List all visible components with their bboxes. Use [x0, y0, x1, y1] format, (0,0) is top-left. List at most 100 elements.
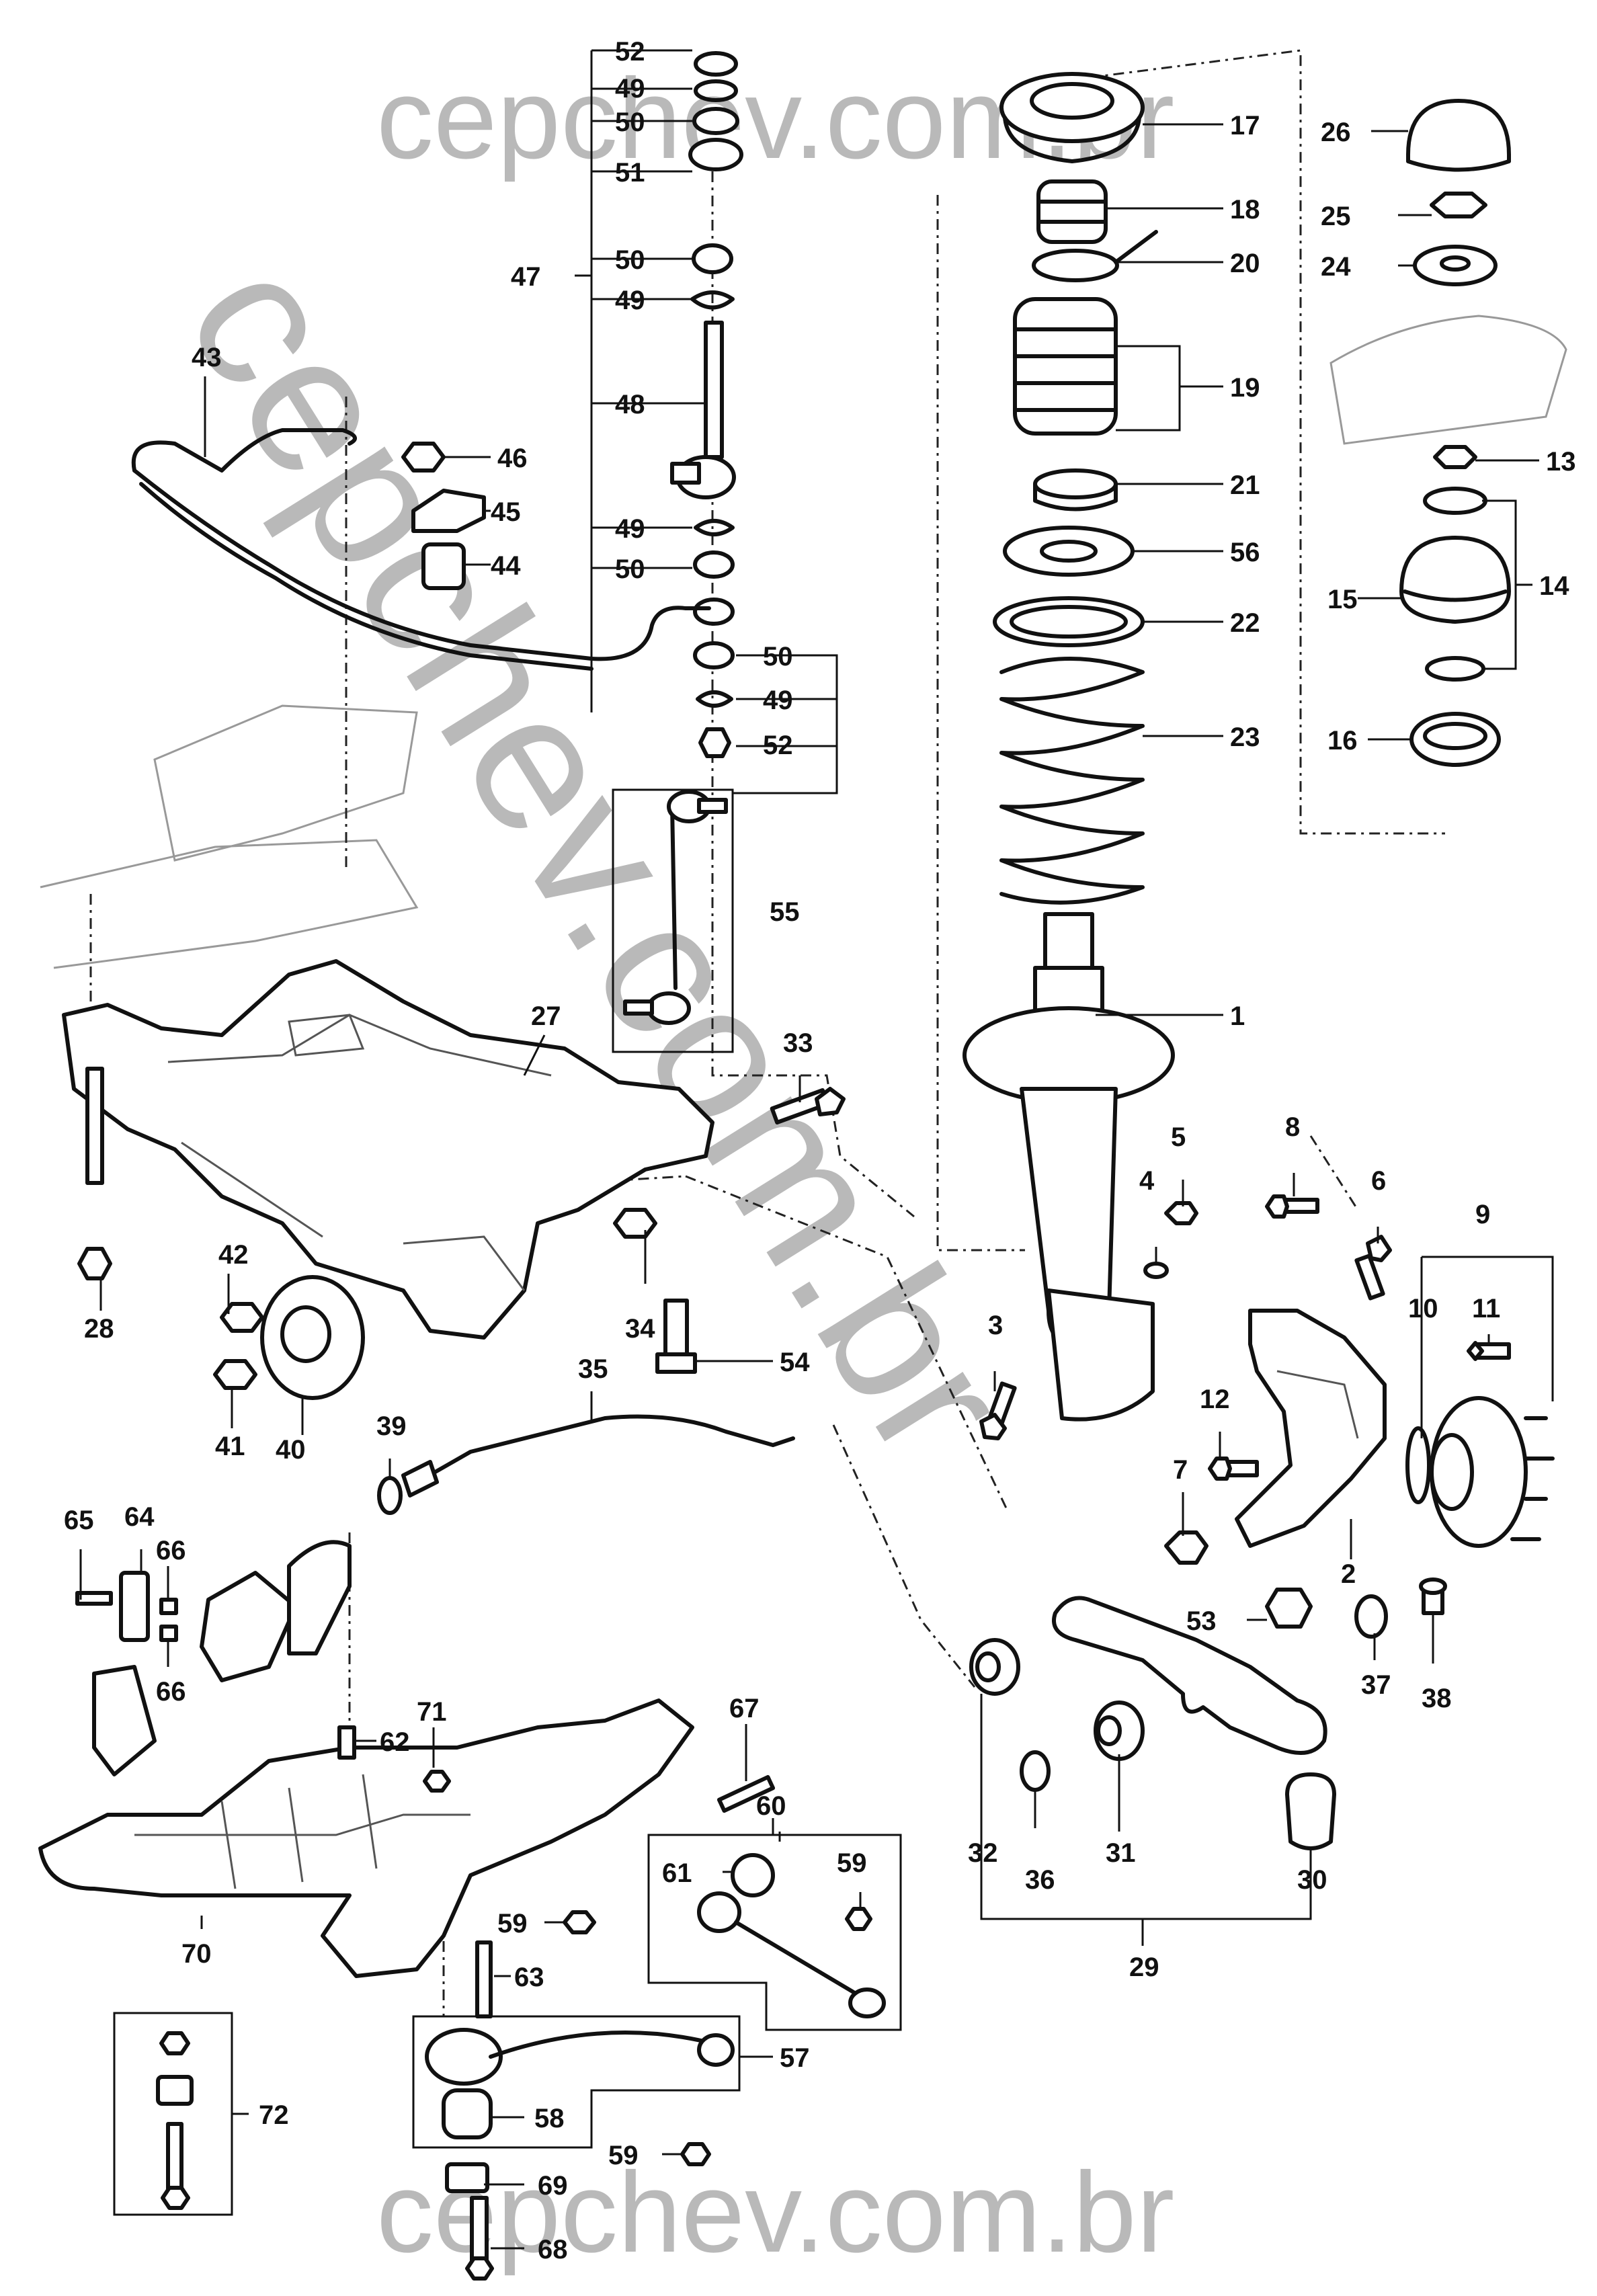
nut-46 — [401, 442, 446, 473]
callout-labels: 52 49 50 51 47 50 49 48 49 50 50 49 52 5… — [64, 37, 1576, 2264]
label-34: 34 — [625, 1314, 655, 1344]
spring-seat-56 — [1003, 526, 1135, 577]
subframe-70 — [38, 1540, 694, 1978]
label-5: 5 — [1171, 1122, 1186, 1152]
label-25: 25 — [1321, 202, 1351, 231]
control-arm-29 — [1052, 1596, 1327, 1755]
bolt-67 — [716, 1774, 776, 1813]
bushing-44 — [421, 542, 466, 590]
label-3: 3 — [988, 1311, 1003, 1340]
bearing-18 — [1036, 179, 1108, 244]
spring-insulator-22 — [993, 596, 1145, 647]
watermark-bottom: cepchev.com.br — [376, 2149, 1174, 2277]
nut-42 — [220, 1302, 264, 1333]
label-29: 29 — [1129, 1953, 1159, 1982]
label-38: 38 — [1422, 1684, 1452, 1713]
washer-24 — [1413, 245, 1498, 286]
nut-34 — [613, 1208, 657, 1239]
bushing-32 — [969, 1638, 1020, 1696]
retainer-16 — [1409, 712, 1501, 767]
link-stack-upper — [688, 51, 743, 310]
hub-9 — [1430, 1396, 1555, 1548]
label-49c: 49 — [615, 514, 645, 544]
label-59a: 59 — [837, 1848, 867, 1878]
label-57: 57 — [780, 2043, 810, 2073]
label-62: 62 — [380, 1727, 410, 1757]
cap-26 — [1406, 99, 1511, 172]
bolt-6 — [1354, 1235, 1392, 1301]
label-51: 51 — [615, 158, 645, 188]
label-17: 17 — [1230, 111, 1260, 140]
label-58: 58 — [534, 2104, 565, 2133]
bolt-68 — [465, 2196, 494, 2281]
nut-41 — [213, 1359, 257, 1390]
nut-13 — [1433, 445, 1477, 469]
label-2: 2 — [1341, 1559, 1356, 1589]
label-59c: 59 — [608, 2141, 639, 2170]
label-56: 56 — [1230, 538, 1260, 567]
label-1: 1 — [1230, 1001, 1245, 1031]
washer-39 — [377, 1476, 403, 1515]
bolt-54 — [655, 1299, 697, 1374]
label-66b: 66 — [156, 1677, 186, 1707]
label-47: 47 — [511, 262, 541, 292]
stabilizer-bar-43 — [131, 428, 711, 671]
strut-1 — [963, 912, 1175, 1422]
label-66a: 66 — [156, 1536, 186, 1565]
label-20: 20 — [1230, 249, 1260, 278]
label-53: 53 — [1186, 1606, 1217, 1636]
nut-25 — [1430, 192, 1487, 218]
label-43: 43 — [192, 343, 222, 372]
label-13: 13 — [1546, 447, 1576, 477]
label-71: 71 — [417, 1697, 447, 1727]
bolt-8 — [1265, 1194, 1319, 1219]
washer-36 — [1020, 1750, 1051, 1792]
label-33: 33 — [783, 1028, 813, 1058]
label-50b: 50 — [615, 245, 645, 275]
label-32: 32 — [968, 1838, 998, 1868]
label-18: 18 — [1230, 195, 1260, 224]
label-49b: 49 — [615, 286, 645, 315]
nut-5 — [1164, 1201, 1198, 1225]
label-31: 31 — [1106, 1838, 1136, 1868]
label-7: 7 — [1173, 1455, 1188, 1485]
label-63: 63 — [514, 1963, 544, 1992]
label-50a: 50 — [615, 108, 645, 137]
label-52a: 52 — [615, 37, 645, 67]
nut-71 — [423, 1770, 451, 1793]
bar-clamp-45 — [411, 489, 486, 533]
label-39: 39 — [376, 1411, 407, 1441]
clip-66 — [159, 1598, 178, 1642]
label-59b: 59 — [497, 1909, 528, 1938]
label-14: 14 — [1539, 571, 1569, 601]
washer-37 — [1354, 1594, 1388, 1639]
label-10: 10 — [1408, 1294, 1438, 1323]
label-6: 6 — [1371, 1166, 1386, 1196]
bolt-62 — [337, 1725, 356, 1760]
label-49d: 49 — [763, 686, 793, 715]
label-69: 69 — [538, 2171, 568, 2201]
label-9: 9 — [1475, 1200, 1490, 1229]
label-36: 36 — [1025, 1865, 1055, 1895]
dust-boot-19 — [1013, 297, 1118, 436]
label-8: 8 — [1285, 1112, 1300, 1142]
bolt-3 — [979, 1381, 1017, 1440]
label-46: 46 — [497, 444, 528, 473]
label-19: 19 — [1230, 373, 1260, 403]
knuckle-2 — [1235, 1309, 1387, 1548]
lower-washer-14 — [1425, 656, 1485, 682]
label-30: 30 — [1297, 1865, 1327, 1895]
label-16: 16 — [1327, 726, 1358, 755]
nut-7 — [1164, 1530, 1209, 1565]
wheel-stud-11 — [1467, 1341, 1511, 1361]
label-68: 68 — [538, 2235, 568, 2264]
seal-10 — [1405, 1426, 1431, 1504]
subframe-27 — [62, 959, 714, 1340]
label-40: 40 — [276, 1435, 306, 1465]
label-50c: 50 — [615, 555, 645, 584]
stabilizer-link-55-box — [612, 788, 734, 1053]
link-rod-48 — [670, 321, 736, 499]
label-65: 65 — [64, 1506, 94, 1535]
label-61: 61 — [662, 1858, 692, 1888]
rear-mount-40 — [260, 1275, 365, 1400]
